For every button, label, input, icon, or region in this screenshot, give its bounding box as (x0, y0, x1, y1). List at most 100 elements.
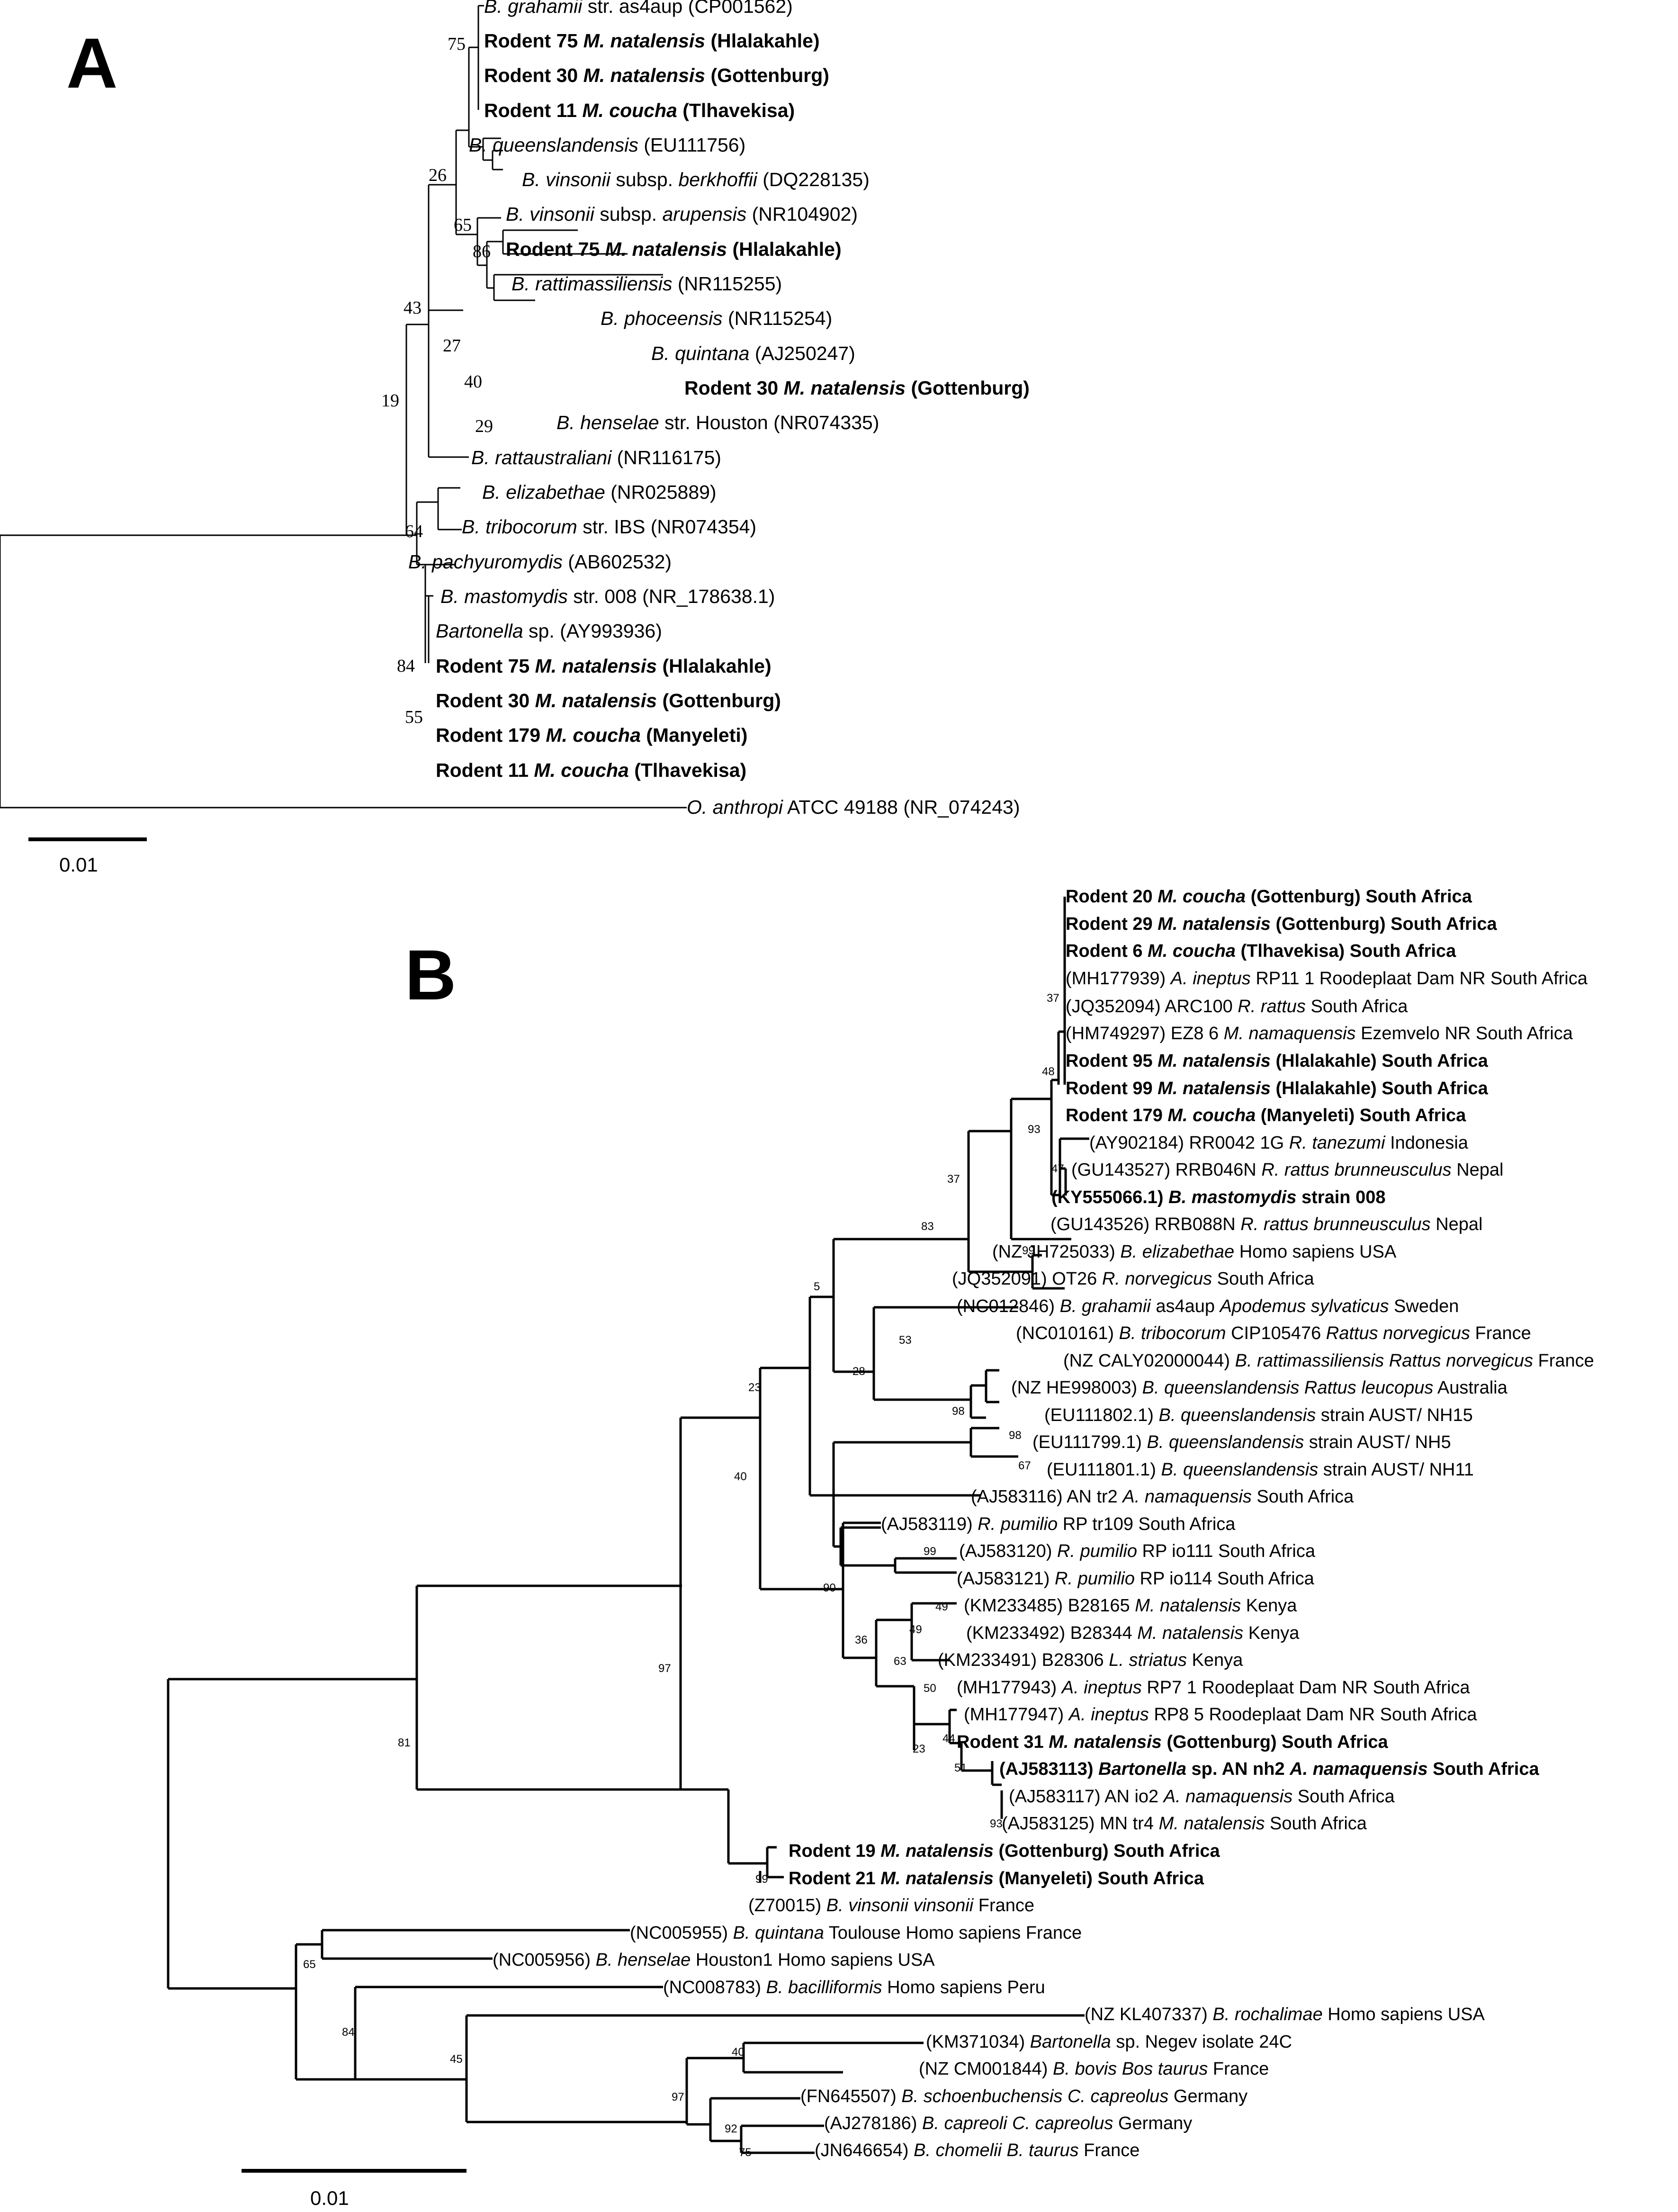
taxon-label: (EU111801.1) B. queenslandensis strain A… (1047, 1460, 1474, 1480)
taxon-label: Rodent 30 M. natalensis (Gottenburg) (436, 690, 781, 711)
taxon-label: (AJ583120) R. pumilio RP io111 South Afr… (959, 1541, 1316, 1561)
bootstrap-value: 75 (448, 34, 466, 54)
panel-b-taxa: Rodent 20 M. coucha (Gottenburg) South A… (493, 887, 1594, 2160)
taxon-label: (GU143526) RRB088N R. rattus brunneuscul… (1050, 1214, 1482, 1234)
panel-a-branches (0, 5, 687, 809)
bootstrap-value: 36 (855, 1634, 868, 1646)
taxon-label: B. henselae str. Houston (NR074335) (556, 412, 879, 433)
panel-b: B (167, 887, 1594, 2209)
bootstrap-value: 84 (342, 2026, 355, 2039)
bootstrap-value: 37 (1047, 992, 1059, 1005)
taxon-label: (Z70015) B. vinsonii vinsonii France (748, 1896, 1034, 1915)
panel-b-branches (167, 897, 1089, 2154)
taxon-label: (MH177947) A. ineptus RP8 5 Roodeplaat D… (964, 1705, 1477, 1725)
bootstrap-value: 47 (1051, 1162, 1064, 1175)
taxon-label: (NZ KL407337) B. rochalimae Homo sapiens… (1085, 2005, 1485, 2024)
taxon-label: B. vinsonii subsp. arupensis (NR104902) (506, 203, 858, 225)
taxon-label: (EU111802.1) B. queenslandensis strain A… (1044, 1405, 1473, 1425)
taxon-label: B. tribocorum str. IBS (NR074354) (462, 516, 756, 538)
bootstrap-value: 27 (443, 336, 461, 356)
bootstrap-value: 63 (894, 1655, 906, 1668)
taxon-label: O. anthropi ATCC 49188 (NR_074243) (687, 796, 1020, 818)
taxon-label: (KM371034) Bartonella sp. Negev isolate … (926, 2032, 1292, 2052)
taxon-label: (AJ278186) B. capreoli C. capreolus Germ… (824, 2113, 1192, 2133)
bootstrap-value: 81 (398, 1736, 411, 1749)
bootstrap-value: 29 (475, 416, 493, 436)
taxon-label: Rodent 30 M. natalensis (Gottenburg) (684, 377, 1030, 399)
taxon-label: (NC012846) B. grahamii as4aup Apodemus s… (957, 1296, 1459, 1316)
taxon-label: B. grahamii str. as4aup (CP001562) (484, 0, 793, 17)
bootstrap-value: 92 (725, 2122, 737, 2135)
taxon-label: Rodent 30 M. natalensis (Gottenburg) (484, 64, 829, 86)
scale-bar-label: 0.01 (310, 2187, 349, 2209)
bootstrap-value: 5 (814, 1280, 820, 1293)
taxon-label: (EU111799.1) B. queenslandensis strain A… (1032, 1432, 1451, 1452)
taxon-label: Rodent 179 M. coucha (Manyeleti) South A… (1066, 1106, 1466, 1125)
taxon-label: B. rattimassiliensis (NR115255) (511, 273, 782, 295)
taxon-label: Rodent 75 M. natalensis (Hlalakahle) (506, 238, 842, 260)
bootstrap-value: 37 (947, 1173, 960, 1186)
taxon-label: B. phoceensis (NR115254) (601, 307, 832, 329)
bootstrap-value: 93 (990, 1817, 1003, 1830)
taxon-label: B. vinsonii subsp. berkhoffii (DQ228135) (522, 169, 870, 190)
taxon-label: Rodent 21 M. natalensis (Manyeleti) Sout… (789, 1869, 1204, 1888)
panel-a-bootstrap: 75 26 65 86 43 27 40 29 19 64 84 55 (381, 34, 493, 727)
bootstrap-value: 43 (404, 298, 422, 318)
bootstrap-value: 97 (658, 1662, 671, 1675)
taxon-label: (GU143527) RRB046N R. rattus brunneuscul… (1071, 1160, 1503, 1180)
taxon-label: Bartonella sp. (AY993936) (436, 620, 662, 642)
taxon-label: (AY902184) RR0042 1G R. tanezumi Indones… (1089, 1133, 1469, 1153)
bootstrap-value: 26 (429, 165, 447, 185)
panel-a: A (0, 0, 1030, 876)
bootstrap-value: 40 (464, 372, 482, 392)
bootstrap-value: 23 (913, 1743, 925, 1755)
taxon-label: Rodent 179 M. coucha (Manyeleti) (436, 724, 747, 746)
taxon-label: (MH177939) A. ineptus RP11 1 Roodeplaat … (1066, 969, 1588, 989)
bootstrap-value: 45 (450, 2053, 463, 2066)
taxon-label: (NZ CM001844) B. bovis Bos taurus France (919, 2059, 1269, 2079)
taxon-label: (AJ583125) MN tr4 M. natalensis South Af… (1002, 1814, 1367, 1834)
taxon-label: Rodent 11 M. coucha (Tlhavekisa) (436, 759, 746, 781)
taxon-label: (NC010161) B. tribocorum CIP105476 Rattu… (1016, 1323, 1531, 1343)
taxon-label: B. rattaustraliani (NR116175) (471, 447, 721, 468)
bootstrap-value: 49 (935, 1601, 948, 1613)
taxon-label: Rodent 95 M. natalensis (Hlalakahle) Sou… (1066, 1051, 1489, 1071)
taxon-label: (HM749297) EZ8 6 M. namaquensis Ezemvelo… (1066, 1024, 1573, 1043)
bootstrap-value: 86 (473, 242, 491, 261)
taxon-label: (KM233491) B28306 L. striatus Kenya (938, 1650, 1243, 1670)
bootstrap-value: 97 (672, 2091, 684, 2104)
taxon-label: (JQ352094) ARC100 R. rattus South Africa (1066, 997, 1408, 1016)
bootstrap-value: 19 (381, 391, 399, 411)
bootstrap-value: 28 (852, 1365, 865, 1378)
taxon-label: (JN646654) B. chomelii B. taurus France (815, 2140, 1140, 2160)
bootstrap-value: 84 (397, 656, 415, 676)
scale-bar-label: 0.01 (59, 854, 98, 876)
taxon-label: (NZ HE998003) B. queenslandensis Rattus … (1011, 1378, 1508, 1398)
bootstrap-value: 49 (909, 1623, 922, 1636)
taxon-label: Rodent 31 M. natalensis (Gottenburg) Sou… (957, 1732, 1389, 1752)
bootstrap-value: 50 (924, 1682, 936, 1695)
panel-b-bootstrap: 37 48 93 47 37 83 99 5 53 28 23 98 98 67… (303, 992, 1064, 2159)
taxon-label: (AJ583119) R. pumilio RP tr109 South Afr… (881, 1514, 1236, 1534)
bootstrap-value: 48 (1042, 1065, 1055, 1078)
panel-a-taxa: B. grahamii str. as4aup (CP001562) Rodent… (408, 0, 1030, 818)
bootstrap-value: 65 (303, 1958, 316, 1971)
bootstrap-value: 65 (454, 215, 472, 235)
taxon-label: (AJ583116) AN tr2 A. namaquensis South A… (971, 1487, 1354, 1507)
taxon-label: (FN645507) B. schoenbuchensis C. capreol… (800, 2086, 1247, 2106)
taxon-label: B. elizabethae (NR025889) (482, 481, 717, 503)
taxon-label: (KM233492) B28344 M. natalensis Kenya (966, 1623, 1300, 1643)
taxon-label: (NC008783) B. bacilliformis Homo sapiens… (663, 1978, 1045, 1997)
panel-a-scale-bar: 0.01 (28, 837, 147, 876)
taxon-label: (NC005956) B. henselae Houston1 Homo sap… (493, 1950, 935, 1970)
panel-b-letter: B (405, 935, 456, 1015)
taxon-label: (NZ CALY02000044) B. rattimassiliensis R… (1063, 1351, 1594, 1371)
bootstrap-value: 99 (1022, 1244, 1035, 1257)
taxon-label: B. mastomydis str. 008 (NR_178638.1) (440, 585, 775, 607)
taxon-label: Rodent 29 M. natalensis (Gottenburg) Sou… (1066, 914, 1498, 934)
bootstrap-value: 99 (924, 1545, 936, 1558)
bootstrap-value: 53 (899, 1334, 912, 1347)
taxon-label: (KY555066.1) B. mastomydis strain 008 (1051, 1187, 1385, 1207)
bootstrap-value: 99 (755, 1873, 768, 1886)
